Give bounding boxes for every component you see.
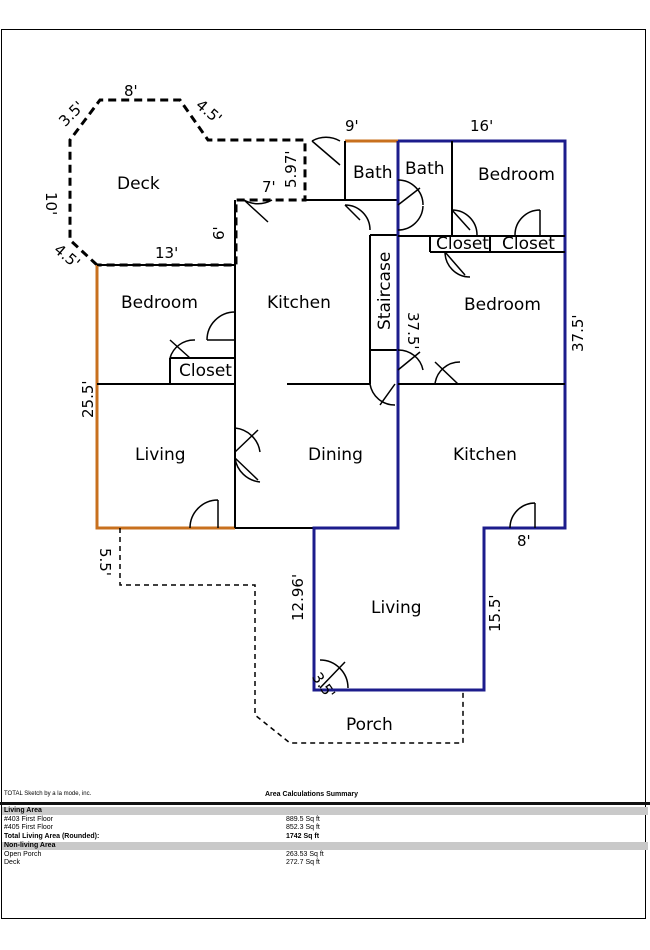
label-bath-center: Bath — [353, 163, 393, 183]
dim-deck-left: 10' — [42, 192, 60, 215]
unit-405-outline — [312, 139, 567, 692]
dim-deck-bottom-left: 4.5' — [50, 240, 83, 272]
label-closet-left: Closet — [179, 361, 232, 381]
software-credit: TOTAL Sketch by a la mode, inc. — [4, 791, 92, 797]
dim-right-height: 37.5' — [569, 314, 587, 352]
dim-deck-notch: 7' — [262, 178, 276, 196]
label-living-left: Living — [135, 445, 186, 465]
living-area-header: Living Area — [2, 807, 648, 815]
row-value: 263.53 Sq ft — [286, 851, 324, 858]
label-closet-right-2: Closet — [502, 234, 555, 254]
label-dining: Dining — [308, 445, 363, 465]
label-bath-right: Bath — [405, 159, 445, 179]
area-summary: TOTAL Sketch by a la mode, inc. Area Cal… — [0, 788, 650, 908]
dim-porch-left: 5.5' — [96, 548, 114, 576]
dim-left-height: 25.5' — [79, 380, 97, 418]
dim-unit-top: 16' — [470, 117, 493, 135]
total-row: Total Living Area (Rounded): 1742 Sq ft — [4, 833, 644, 841]
total-value: 1742 Sq ft — [286, 833, 320, 840]
dim-deck-right-height: 5.97' — [282, 150, 300, 188]
row-value: 889.5 Sq ft — [286, 816, 320, 823]
label-closet-right-1: Closet — [436, 234, 489, 254]
dim-deck-top-right: 4.5' — [192, 96, 225, 128]
non-living-area-header: Non-living Area — [2, 842, 648, 850]
row-label: Deck — [4, 859, 20, 866]
row-label: Open Porch — [4, 851, 42, 858]
dim-living-height-right: 15.5' — [486, 594, 504, 632]
label-deck: Deck — [117, 174, 160, 194]
dim-deck-bottom: 13' — [155, 244, 178, 262]
summary-heading: Area Calculations Summary — [265, 791, 358, 798]
label-bedroom-right: Bedroom — [464, 295, 541, 315]
label-staircase: Staircase — [375, 252, 395, 330]
label-kitchen-right: Kitchen — [453, 445, 517, 465]
row-value: 272.7 Sq ft — [286, 859, 320, 866]
dim-living-height-left: 12.96' — [289, 574, 307, 621]
summary-row: #403 First Floor 889.5 Sq ft — [4, 816, 644, 824]
row-label: #403 First Floor — [4, 816, 54, 823]
summary-row: Deck 272.7 Sq ft — [4, 859, 644, 867]
door-swings — [169, 136, 541, 689]
row-value: 852.3 Sq ft — [286, 824, 320, 831]
summary-rule — [0, 802, 650, 805]
label-living-bottom: Living — [371, 598, 422, 618]
dim-bath-top: 9' — [345, 117, 359, 135]
label-bedroom-right-top: Bedroom — [478, 165, 555, 185]
interior-walls — [97, 141, 398, 529]
summary-row: Open Porch 263.53 Sq ft — [4, 851, 644, 859]
dim-right-step: 8' — [517, 532, 531, 550]
label-porch: Porch — [346, 715, 393, 735]
summary-row: #405 First Floor 852.3 Sq ft — [4, 824, 644, 832]
label-bedroom-left: Bedroom — [121, 293, 198, 313]
porch-outline — [119, 528, 464, 744]
unit-403-outline — [95, 265, 235, 530]
label-kitchen-center: Kitchen — [267, 293, 331, 313]
dim-deck-step: 6' — [210, 226, 228, 240]
unit-405-walls — [398, 141, 565, 385]
row-label: #405 First Floor — [4, 824, 54, 831]
total-label: Total Living Area (Rounded): — [4, 833, 100, 840]
dim-deck-top: 8' — [124, 82, 138, 100]
dim-stair-height: 37.5' — [404, 312, 422, 350]
page-frame — [1, 29, 646, 919]
